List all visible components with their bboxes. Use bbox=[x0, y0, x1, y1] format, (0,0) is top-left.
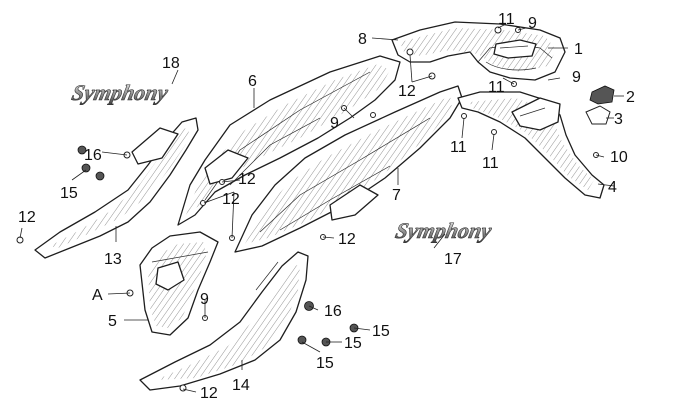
callout-15-left: 15 bbox=[60, 185, 78, 202]
callout-15-a: 15 bbox=[372, 323, 390, 340]
part-side-cover-left bbox=[177, 55, 401, 226]
callout-11-left: 11 bbox=[450, 139, 467, 156]
part-clip-3 bbox=[585, 105, 611, 125]
callout-17: 17 bbox=[444, 251, 462, 268]
part-rear-center-cover bbox=[139, 231, 219, 336]
callout-9-center: 9 bbox=[200, 291, 209, 308]
callout-4: 4 bbox=[608, 179, 617, 196]
callout-11-right: 11 bbox=[482, 155, 499, 172]
part-clip-2 bbox=[589, 85, 615, 105]
callout-12-right: 12 bbox=[338, 231, 356, 248]
callout-1: 1 bbox=[574, 41, 583, 58]
callout-12-mid: 12 bbox=[238, 171, 256, 188]
part-side-cover-right bbox=[234, 85, 463, 253]
callout-2: 2 bbox=[626, 89, 635, 106]
emblem-symphony-upper: Symphony bbox=[69, 80, 171, 105]
emblem-text: Symphony bbox=[70, 80, 171, 105]
callout-9-cover: 9 bbox=[330, 115, 339, 132]
emblem-text: Symphony bbox=[393, 218, 494, 243]
emblem-symphony-lower: Symphony bbox=[393, 218, 494, 243]
callout-16-left: 16 bbox=[84, 147, 102, 164]
callout-18: 18 bbox=[162, 55, 180, 72]
callout-11-top: 11 bbox=[498, 11, 515, 28]
callout-A: A bbox=[92, 287, 103, 304]
callout-16-right: 16 bbox=[324, 303, 342, 320]
callout-9-top: 9 bbox=[528, 15, 537, 32]
callout-7: 7 bbox=[392, 187, 401, 204]
callout-12-bottom: 12 bbox=[200, 385, 218, 402]
callout-10: 10 bbox=[610, 149, 628, 166]
callout-15-c: 15 bbox=[316, 355, 334, 372]
callout-15-b: 15 bbox=[344, 335, 362, 352]
callout-6: 6 bbox=[248, 73, 257, 90]
callout-5: 5 bbox=[108, 313, 117, 330]
part-grab-rail bbox=[391, 21, 566, 81]
callout-12-left: 12 bbox=[18, 209, 36, 226]
callout-labels: 1 2 3 4 5 6 7 8 9 9 9 9 10 11 11 11 11 1… bbox=[18, 11, 635, 402]
callout-8: 8 bbox=[358, 31, 367, 48]
callout-9-rail: 9 bbox=[572, 69, 581, 86]
callout-13: 13 bbox=[104, 251, 122, 268]
callout-11-mid: 11 bbox=[488, 79, 505, 96]
callout-12-upper: 12 bbox=[398, 83, 416, 100]
part-rear-fender bbox=[457, 91, 605, 199]
callout-3: 3 bbox=[614, 111, 623, 128]
part-lower-panel-13 bbox=[34, 117, 199, 259]
leader-lines bbox=[19, 23, 624, 393]
part-lower-panel-14 bbox=[139, 251, 309, 391]
callout-12-lower: 12 bbox=[222, 191, 240, 208]
callout-14: 14 bbox=[232, 377, 250, 394]
